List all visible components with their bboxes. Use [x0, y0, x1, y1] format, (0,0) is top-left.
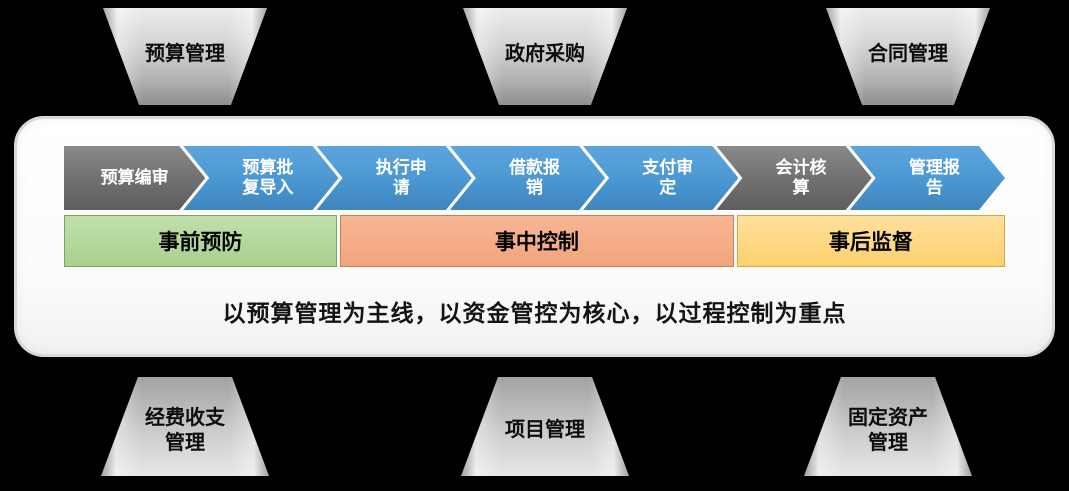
module-label: 项目管理 [505, 417, 585, 441]
module-label: 固定资产 管理 [848, 404, 928, 454]
module-label: 预算管理 [145, 41, 225, 65]
process-step-management-report: 管理报 告 [850, 146, 1005, 210]
process-step-label: 借款报 销 [508, 157, 560, 198]
process-panel: 预算编审 预算批 复导入 执行申 请 借款报 销 支付审 定 会计核 算 管理报… [14, 116, 1055, 357]
module-budget-management: 预算管理 [103, 8, 267, 105]
process-step-label: 执行申 请 [375, 157, 427, 198]
phase-bar-post-supervision: 事后监督 [736, 215, 1005, 267]
process-step-budget-review: 预算编审 [64, 146, 205, 210]
process-step-label: 管理报 告 [908, 157, 960, 198]
phase-label: 事中控制 [494, 230, 579, 254]
caption-text: 以预算管理为主线，以资金管控为核心，以过程控制为重点 [222, 301, 847, 327]
module-expense-income-management: 经费收支 管理 [101, 377, 269, 476]
module-label: 政府采购 [505, 41, 585, 65]
module-contract-management: 合同管理 [826, 8, 990, 105]
process-step-label: 预算批 复导入 [242, 157, 294, 198]
process-step-budget-approval-import: 预算批 复导入 [183, 146, 338, 210]
phase-label: 事前预防 [158, 230, 243, 254]
phase-bar-in-process-control: 事中控制 [339, 215, 734, 267]
process-step-label: 预算编审 [100, 167, 169, 188]
module-label: 合同管理 [868, 41, 948, 65]
phase-bars: 事前预防 事中控制 事后监督 [64, 215, 1005, 267]
process-step-accounting: 会计核 算 [716, 146, 871, 210]
module-government-procurement: 政府采购 [463, 8, 627, 105]
process-step-label: 会计核 算 [775, 157, 827, 198]
process-step-label: 支付审 定 [642, 157, 694, 198]
process-step-loan-reimbursement: 借款报 销 [450, 146, 605, 210]
module-fixed-assets-management: 固定资产 管理 [804, 377, 972, 476]
phase-label: 事后监督 [828, 230, 913, 254]
module-project-management: 项目管理 [461, 377, 629, 476]
module-label: 经费收支 管理 [145, 404, 225, 454]
process-flow: 预算编审 预算批 复导入 执行申 请 借款报 销 支付审 定 会计核 算 管理报… [64, 146, 1005, 210]
process-step-execution-request: 执行申 请 [317, 146, 472, 210]
process-step-payment-approval: 支付审 定 [583, 146, 738, 210]
phase-bar-prevention: 事前预防 [64, 215, 337, 267]
